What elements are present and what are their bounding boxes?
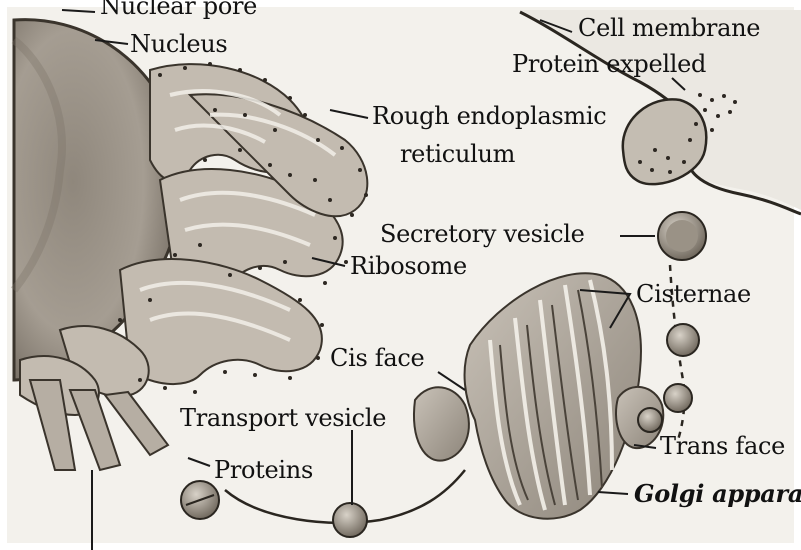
label-nuclear-pore: Nuclear pore: [100, 0, 257, 18]
label-rough-er-line2: reticulum: [400, 142, 515, 166]
label-protein-expelled: Protein expelled: [512, 52, 706, 76]
label-proteins: Proteins: [214, 458, 313, 482]
label-cis-face: Cis face: [330, 346, 424, 370]
label-rough-er-line1: Rough endoplasmic: [372, 104, 606, 128]
label-trans-face: Trans face: [660, 434, 785, 458]
transport-vesicle-shape: [333, 503, 367, 537]
label-golgi-apparatus: Golgi apparatus: [634, 482, 801, 506]
label-ribosome: Ribosome: [350, 254, 467, 278]
label-transport-vesicle: Transport vesicle: [180, 406, 386, 430]
label-nucleus: Nucleus: [130, 32, 227, 56]
label-cell-membrane: Cell membrane: [578, 16, 760, 40]
label-secretory-vesicle: Secretory vesicle: [380, 222, 585, 246]
label-cisternae: Cisternae: [636, 282, 751, 306]
